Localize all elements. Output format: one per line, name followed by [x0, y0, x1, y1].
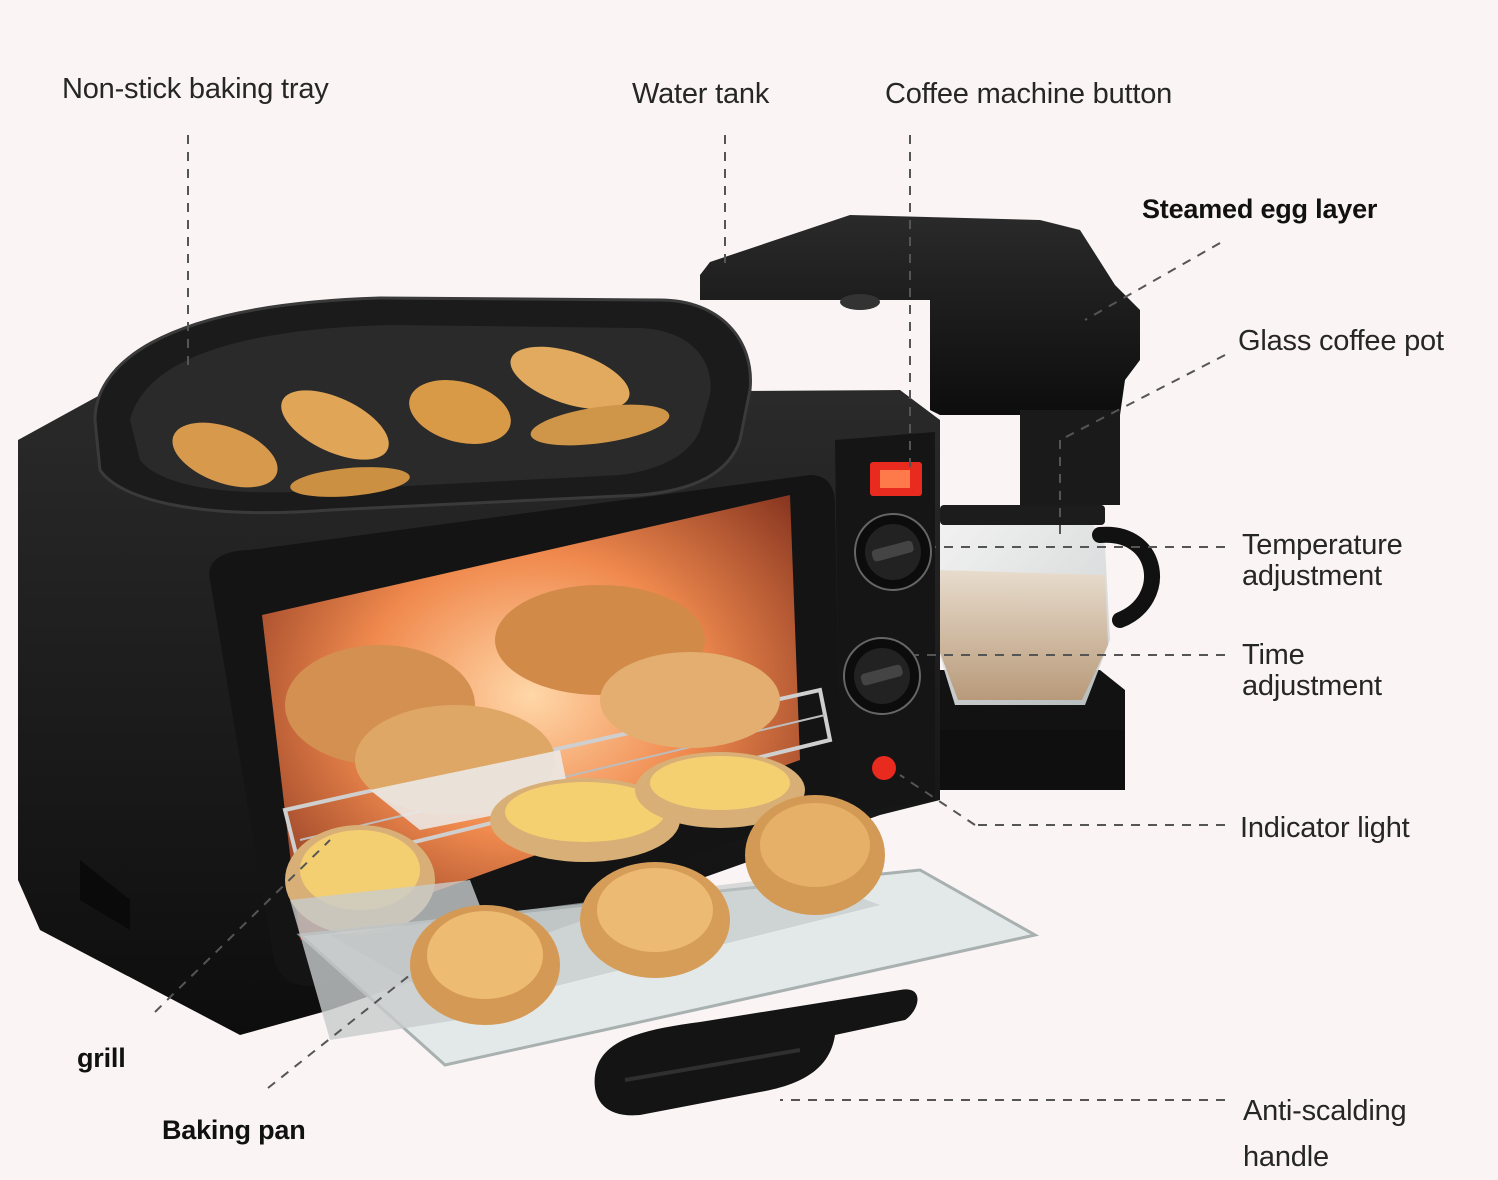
label-grill: grill	[77, 1043, 126, 1073]
label-handle-line-1: Anti-scalding	[1243, 1095, 1407, 1127]
label-handle: Anti-scalding handle	[1243, 1088, 1407, 1180]
anti-scalding-handle	[594, 989, 918, 1116]
label-temperature-line-2: adjustment	[1242, 560, 1382, 592]
egg-tarts-front	[410, 795, 885, 1025]
label-baking-pan: Baking pan	[162, 1115, 306, 1145]
water-tank-cap-icon	[840, 294, 880, 310]
label-coffee-button: Coffee machine button	[885, 78, 1173, 110]
label-glass-pot: Glass coffee pot	[1238, 325, 1444, 357]
label-steamed-egg: Steamed egg layer	[1142, 194, 1378, 224]
label-time-line-2: adjustment	[1242, 670, 1382, 702]
baking-tray	[93, 296, 752, 515]
leader-line-baking-pan	[267, 974, 411, 1089]
label-temperature: Temperature adjustment	[1242, 530, 1403, 592]
label-indicator: Indicator light	[1240, 812, 1410, 844]
control-panel	[835, 432, 935, 815]
leader-line-indicator-b	[899, 774, 976, 826]
label-time-line-1: Time	[1242, 639, 1305, 671]
glass-coffee-pot	[932, 505, 1160, 705]
leader-line-steamed-egg	[1084, 242, 1221, 321]
leader-line-glass-pot-a	[1059, 354, 1226, 441]
indicator-light-icon	[872, 756, 896, 780]
label-water-tank: Water tank	[632, 78, 770, 110]
label-handle-line-2: handle	[1243, 1141, 1329, 1173]
label-time: Time adjustment	[1242, 640, 1382, 702]
leader-lines	[154, 135, 1226, 1101]
chicken-wings	[172, 346, 670, 497]
leader-line-grill	[154, 839, 331, 1013]
label-temperature-line-1: Temperature	[1242, 529, 1403, 561]
label-non-stick-tray: Non-stick baking tray	[62, 73, 329, 105]
